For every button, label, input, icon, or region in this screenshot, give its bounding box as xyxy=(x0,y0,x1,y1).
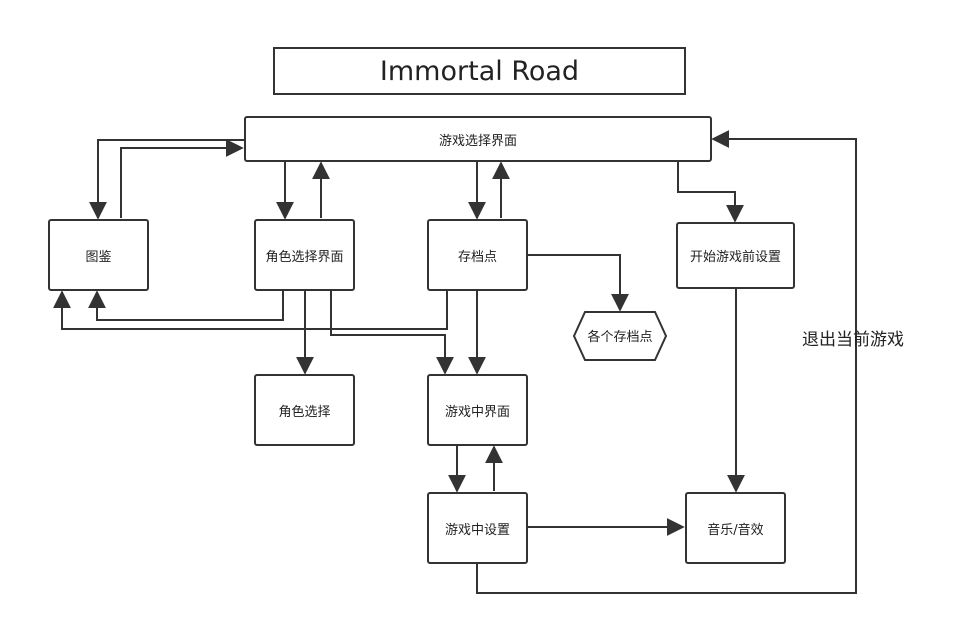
node-save-slots-shape xyxy=(572,311,668,361)
node-in-game-settings: 游戏中设置 xyxy=(427,492,528,564)
edge-save-point-to-codex xyxy=(53,290,448,330)
node-character-select-screen: 角色选择界面 xyxy=(254,219,355,291)
node-character-select: 角色选择 xyxy=(254,374,355,446)
edge-exit-to-game-select xyxy=(476,130,857,594)
edge-codex-to-game-select xyxy=(120,139,244,218)
node-music-sfx: 音乐/音效 xyxy=(685,492,786,564)
connectors xyxy=(53,130,857,594)
diagram-title: Immortal Road xyxy=(273,47,686,95)
edge-character-screen-to-in-game-screen xyxy=(330,290,454,375)
edge-save-point-to-save-slots xyxy=(528,254,629,312)
node-pre-game-settings: 开始游戏前设置 xyxy=(676,222,795,289)
edge-game-select-to-codex xyxy=(89,139,244,220)
node-in-game-screen: 游戏中界面 xyxy=(427,374,528,446)
edge-character-screen-to-codex xyxy=(88,290,284,321)
edge-game-select-to-pre-game-settings xyxy=(677,161,744,223)
node-save-slots: 各个存档点 xyxy=(587,329,652,345)
node-game-select: 游戏选择界面 xyxy=(244,116,712,162)
edge-label-exit-game: 退出当前游戏 xyxy=(802,330,904,350)
node-codex: 图鉴 xyxy=(48,219,149,291)
node-save-point: 存档点 xyxy=(427,219,528,291)
